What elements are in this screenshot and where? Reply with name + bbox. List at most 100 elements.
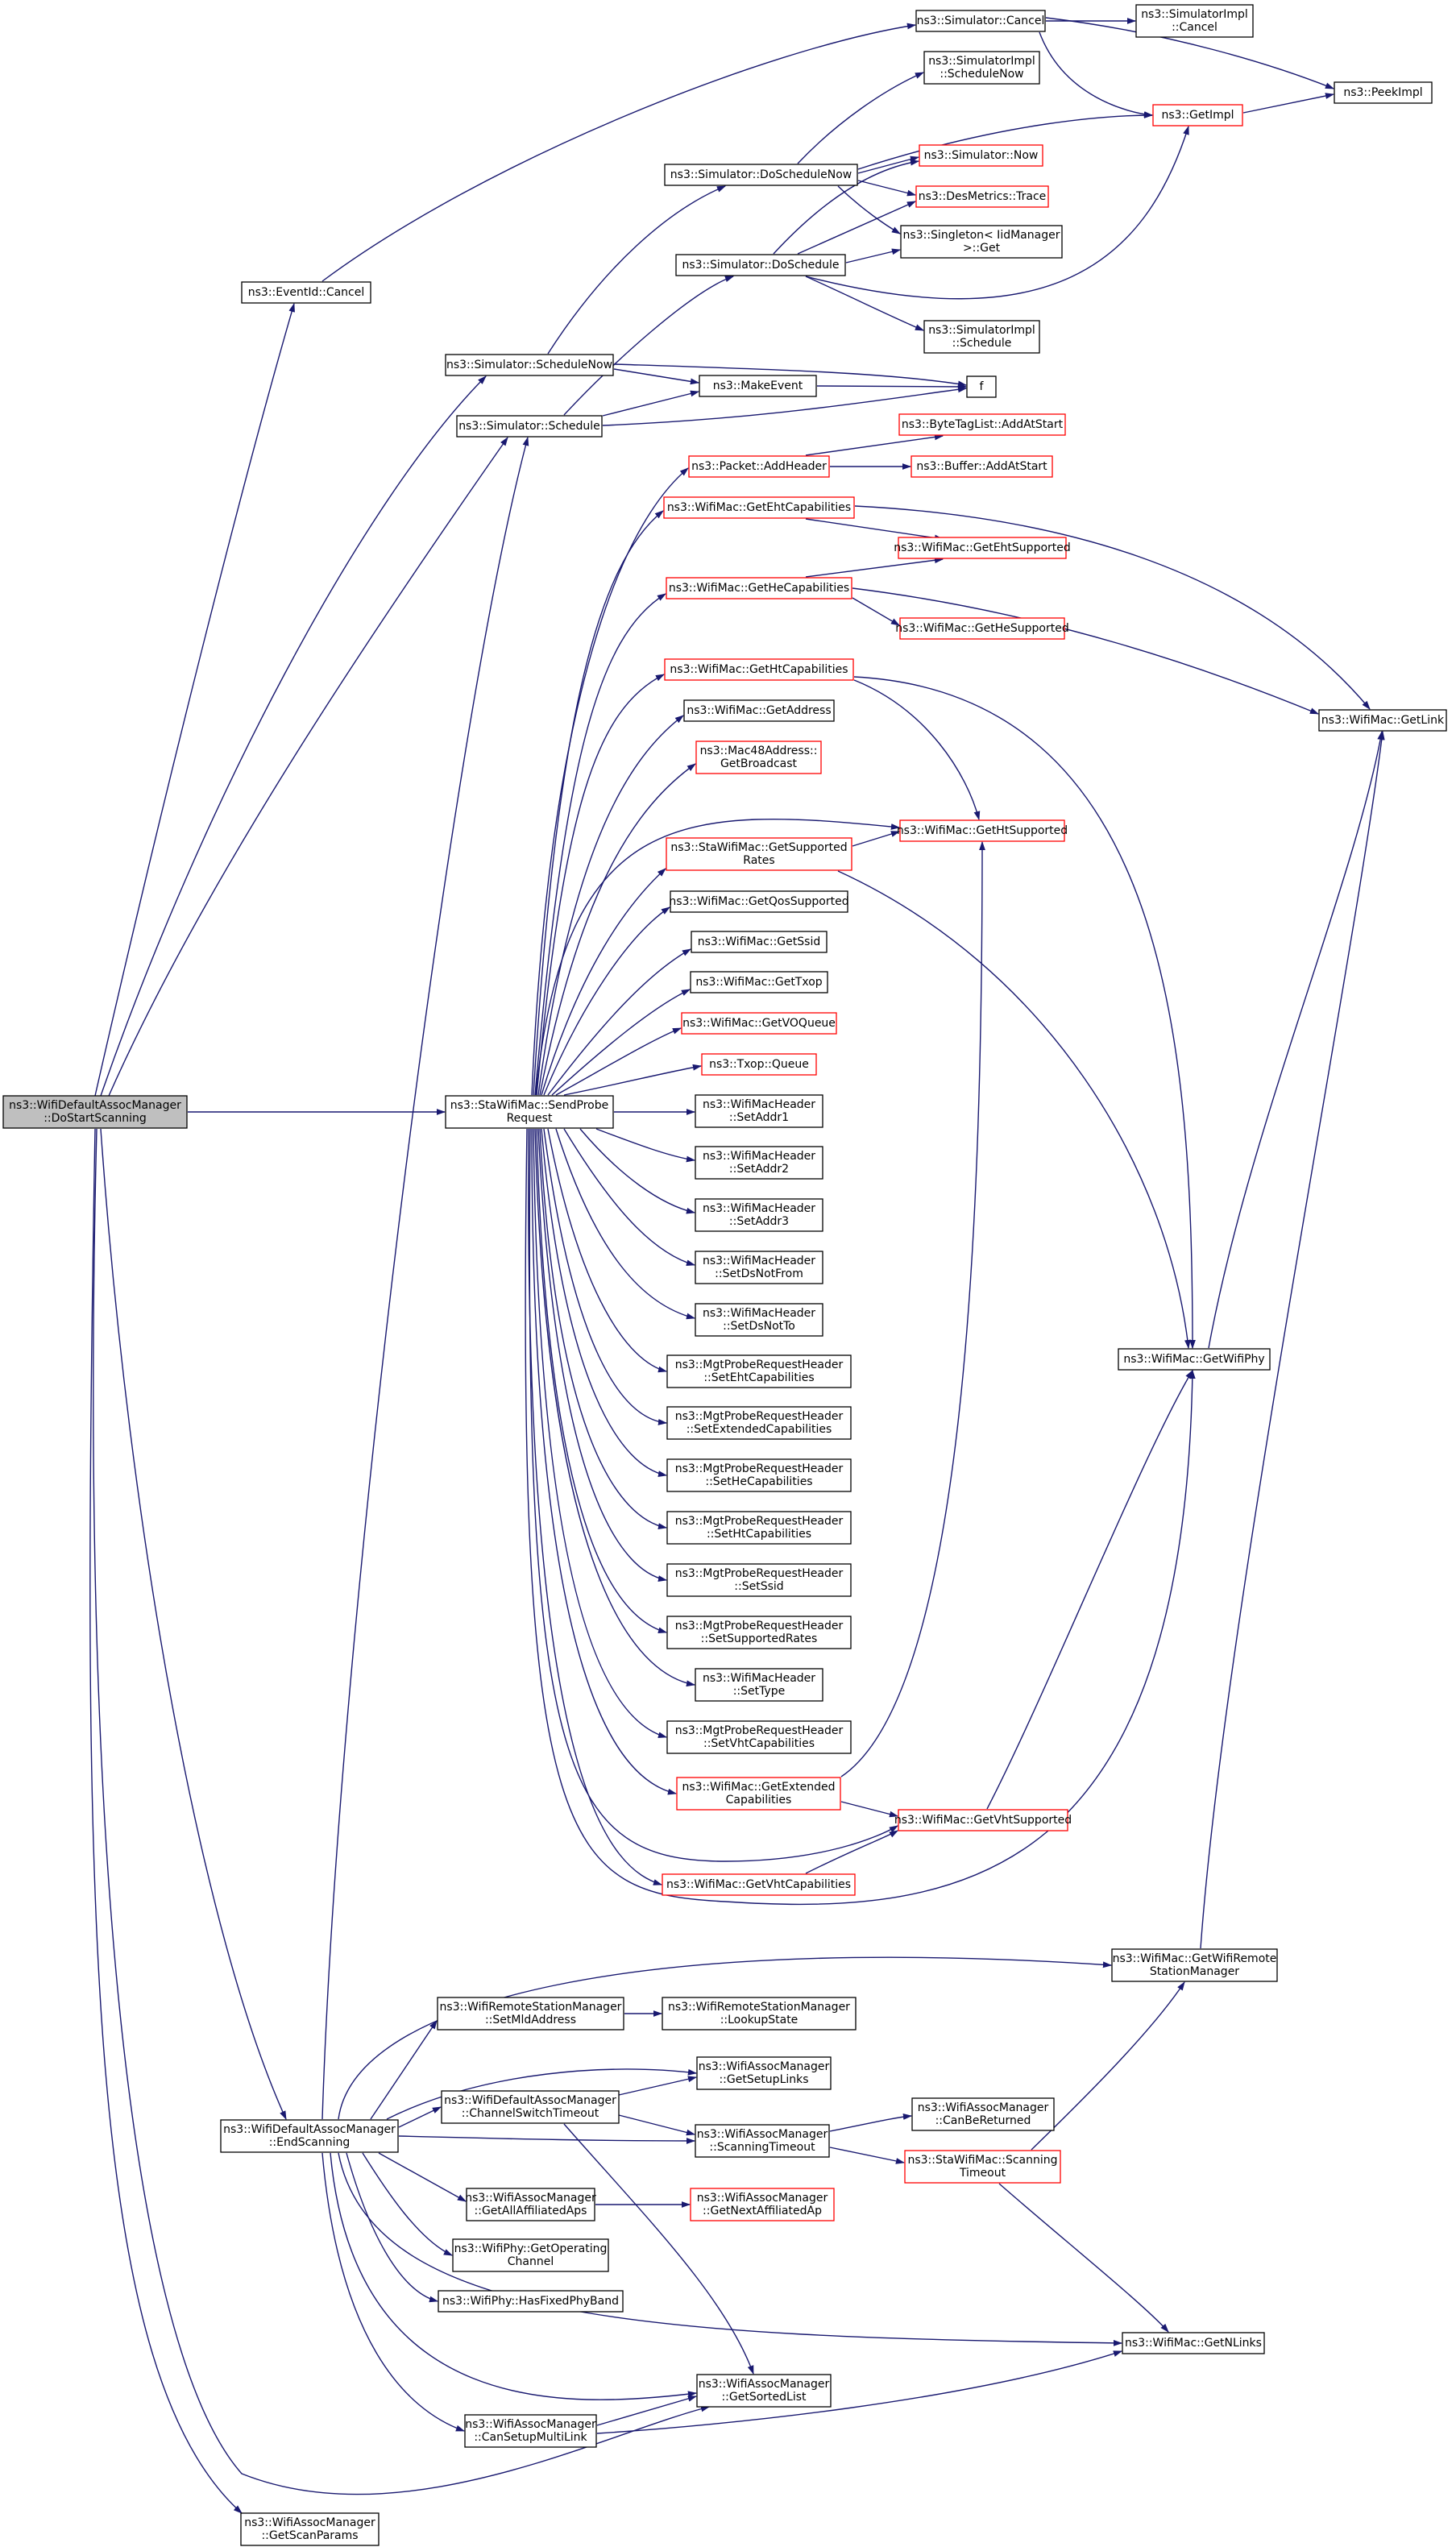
- edge-chswitch-to-getsetuplinks: [618, 2076, 698, 2096]
- edge-getvht_caps-to-getvht_sup: [805, 1830, 898, 1874]
- edge-sendprobe-to-setdsnotfrom: [563, 1128, 696, 1266]
- node-peekimpl[interactable]: ns3::PeekImpl: [1334, 81, 1433, 104]
- node-chswitch[interactable]: ns3::WifiDefaultAssocManager::ChannelSwi…: [441, 2090, 620, 2124]
- node-getvoqueue[interactable]: ns3::WifiMac::GetVOQueue: [681, 1012, 837, 1035]
- node-getscanparams[interactable]: ns3::WifiAssocManager::GetScanParams: [240, 2512, 380, 2546]
- edge-root-to-sim_sched: [108, 437, 508, 1097]
- node-setaddr2[interactable]: ns3::WifiMacHeader::SetAddr2: [695, 1146, 823, 1180]
- edge-sendprobe-to-getht_sup: [535, 818, 901, 1096]
- node-label: ns3::Simulator::DoScheduleNow: [670, 168, 852, 181]
- node-settype[interactable]: ns3::WifiMacHeader::SetType: [695, 1668, 823, 1702]
- node-getallaff[interactable]: ns3::WifiAssocManager::GetAllAffiliatedA…: [465, 2188, 596, 2221]
- node-setvht[interactable]: ns3::MgtProbeRequestHeader::SetVhtCapabi…: [666, 1720, 852, 1754]
- node-getnlinks[interactable]: ns3::WifiMac::GetNLinks: [1122, 2332, 1265, 2354]
- node-geteht-caps[interactable]: ns3::WifiMac::GetEhtCapabilities: [663, 496, 855, 519]
- edge-sendprobe-to-setaddr2: [595, 1128, 696, 1163]
- node-buffer-add[interactable]: ns3::Buffer::AddAtStart: [911, 455, 1053, 478]
- node-gettxop[interactable]: ns3::WifiMac::GetTxop: [690, 971, 828, 993]
- node-sta-scantimeout[interactable]: ns3::StaWifiMac::ScanningTimeout: [904, 2150, 1061, 2184]
- node-hasfixed[interactable]: ns3::WifiPhy::HasFixedPhyBand: [438, 2290, 624, 2313]
- node-setdsnotto[interactable]: ns3::WifiMacHeader::SetDsNotTo: [695, 1303, 823, 1337]
- node-getwifiphy[interactable]: ns3::WifiMac::GetWifiPhy: [1118, 1348, 1271, 1371]
- node-simimpl-schednow[interactable]: ns3::SimulatorImpl::ScheduleNow: [923, 51, 1040, 85]
- node-label: ::SetAddr3: [729, 1215, 789, 1228]
- node-label: ns3::WifiMac::GetEhtCapabilities: [667, 501, 851, 514]
- edge-getsuprates-to-getht_sup: [852, 831, 901, 847]
- node-setdsnotfrom[interactable]: ns3::WifiMacHeader::SetDsNotFrom: [695, 1251, 823, 1284]
- node-root[interactable]: ns3::WifiDefaultAssocManager::DoStartSca…: [2, 1095, 188, 1129]
- node-sim-cancel[interactable]: ns3::Simulator::Cancel: [915, 10, 1046, 32]
- node-scantimeout[interactable]: ns3::WifiAssocManager::ScanningTimeout: [695, 2124, 830, 2158]
- node-getqos[interactable]: ns3::WifiMac::GetQosSupported: [669, 890, 849, 913]
- edge-cansetup-to-getsorted: [596, 2396, 698, 2426]
- node-label: ns3::WifiPhy::GetOperating: [454, 2242, 608, 2255]
- node-label: ns3::Simulator::Schedule: [458, 420, 600, 433]
- node-getvht-caps[interactable]: ns3::WifiMac::GetVhtCapabilities: [662, 1873, 856, 1896]
- node-label: ns3::WifiMac::GetHeCapabilities: [669, 582, 849, 595]
- node-mac48-bcast[interactable]: ns3::Mac48Address::GetBroadcast: [695, 740, 822, 774]
- node-simimpl-sched[interactable]: ns3::SimulatorImpl::Schedule: [923, 320, 1040, 354]
- edge-sendprobe-to-getssid: [547, 948, 691, 1096]
- node-getrsm[interactable]: ns3::WifiMac::GetWifiRemoteStationManage…: [1111, 1948, 1278, 1982]
- node-txop-queue[interactable]: ns3::Txop::Queue: [701, 1053, 817, 1076]
- node-f[interactable]: f: [966, 375, 997, 398]
- node-setssid[interactable]: ns3::MgtProbeRequestHeader::SetSsid: [666, 1563, 852, 1597]
- node-label: ns3::WifiDefaultAssocManager: [223, 2123, 396, 2136]
- node-getnextaff[interactable]: ns3::WifiAssocManager::GetNextAffiliated…: [690, 2188, 835, 2221]
- node-label: f: [980, 380, 985, 393]
- node-sim-now[interactable]: ns3::Simulator::Now: [919, 144, 1043, 167]
- node-sim-dosched[interactable]: ns3::Simulator::DoSchedule: [675, 254, 846, 276]
- node-geteht-sup[interactable]: ns3::WifiMac::GetEhtSupported: [894, 537, 1071, 559]
- node-cansetup[interactable]: ns3::WifiAssocManager::CanSetupMultiLink: [464, 2414, 597, 2448]
- node-gethe-sup[interactable]: ns3::WifiMac::GetHeSupported: [895, 617, 1069, 640]
- node-setaddr3[interactable]: ns3::WifiMacHeader::SetAddr3: [695, 1198, 823, 1232]
- node-setht[interactable]: ns3::MgtProbeRequestHeader::SetHtCapabil…: [666, 1511, 852, 1545]
- node-label: ::SetEhtCapabilities: [703, 1371, 814, 1384]
- node-label: ::LookupState: [720, 2014, 799, 2026]
- node-label: ns3::EventId::Cancel: [248, 286, 365, 299]
- edge-sendprobe-to-setssid: [537, 1128, 668, 1582]
- node-sim-sched[interactable]: ns3::Simulator::Schedule: [456, 415, 603, 438]
- edge-sim_dosched-to-desmetrics_trace: [797, 201, 917, 255]
- edge-root-to-endscanning: [100, 1128, 287, 2121]
- node-getsorted[interactable]: ns3::WifiAssocManager::GetSortedList: [696, 2374, 832, 2408]
- node-endscanning[interactable]: ns3::WifiDefaultAssocManager::EndScannin…: [220, 2119, 399, 2153]
- node-packet-addheader[interactable]: ns3::Packet::AddHeader: [688, 455, 830, 478]
- node-getlink[interactable]: ns3::WifiMac::GetLink: [1318, 709, 1447, 732]
- node-bytetag-add[interactable]: ns3::ByteTagList::AddAtStart: [898, 413, 1066, 436]
- node-getsetuplinks[interactable]: ns3::WifiAssocManager::GetSetupLinks: [696, 2056, 832, 2090]
- node-setext[interactable]: ns3::MgtProbeRequestHeader::SetExtendedC…: [666, 1406, 852, 1440]
- node-seteht[interactable]: ns3::MgtProbeRequestHeader::SetEhtCapabi…: [666, 1354, 852, 1388]
- node-label: ns3::MgtProbeRequestHeader: [675, 1724, 844, 1737]
- node-sethe[interactable]: ns3::MgtProbeRequestHeader::SetHeCapabil…: [666, 1458, 852, 1492]
- node-singleton-get[interactable]: ns3::Singleton< IidManager >::Get: [900, 225, 1063, 259]
- node-setmld[interactable]: ns3::WifiRemoteStationManager::SetMldAdd…: [437, 1997, 624, 2031]
- node-getht-sup[interactable]: ns3::WifiMac::GetHtSupported: [897, 819, 1068, 842]
- node-makeevent[interactable]: ns3::MakeEvent: [699, 375, 817, 397]
- node-label: ns3::MgtProbeRequestHeader: [675, 1567, 844, 1580]
- node-simimpl-cancel[interactable]: ns3::SimulatorImpl::Cancel: [1135, 4, 1254, 38]
- node-lookupstate[interactable]: ns3::WifiRemoteStationManager::LookupSta…: [662, 1997, 857, 2031]
- node-desmetrics-trace[interactable]: ns3::DesMetrics::Trace: [915, 185, 1049, 208]
- node-gethe-caps[interactable]: ns3::WifiMac::GetHeCapabilities: [666, 577, 852, 599]
- node-label: ::SetAddr2: [729, 1163, 789, 1176]
- node-getimpl[interactable]: ns3::GetImpl: [1152, 104, 1243, 127]
- node-eventid-cancel[interactable]: ns3::EventId::Cancel: [241, 281, 371, 304]
- node-label: ns3::SimulatorImpl: [928, 55, 1035, 68]
- node-label: ns3::Simulator::ScheduleNow: [446, 359, 612, 371]
- edge-sendprobe-to-geteht_caps: [533, 510, 664, 1096]
- node-getaddress[interactable]: ns3::WifiMac::GetAddress: [683, 699, 835, 722]
- node-setaddr1[interactable]: ns3::WifiMacHeader::SetAddr1: [695, 1094, 823, 1128]
- node-sim-schednow[interactable]: ns3::Simulator::ScheduleNow: [445, 354, 614, 376]
- node-sim-doschednow[interactable]: ns3::Simulator::DoScheduleNow: [664, 164, 858, 186]
- node-canbereturned[interactable]: ns3::WifiAssocManager::CanBeReturned: [911, 2097, 1055, 2131]
- node-getht-caps[interactable]: ns3::WifiMac::GetHtCapabilities: [664, 658, 854, 681]
- edge-sendprobe-to-getaddress: [537, 715, 684, 1096]
- node-setsuprates[interactable]: ns3::MgtProbeRequestHeader::SetSupported…: [666, 1616, 852, 1649]
- node-getssid[interactable]: ns3::WifiMac::GetSsid: [691, 931, 828, 953]
- node-getvht-sup[interactable]: ns3::WifiMac::GetVhtSupported: [894, 1809, 1072, 1831]
